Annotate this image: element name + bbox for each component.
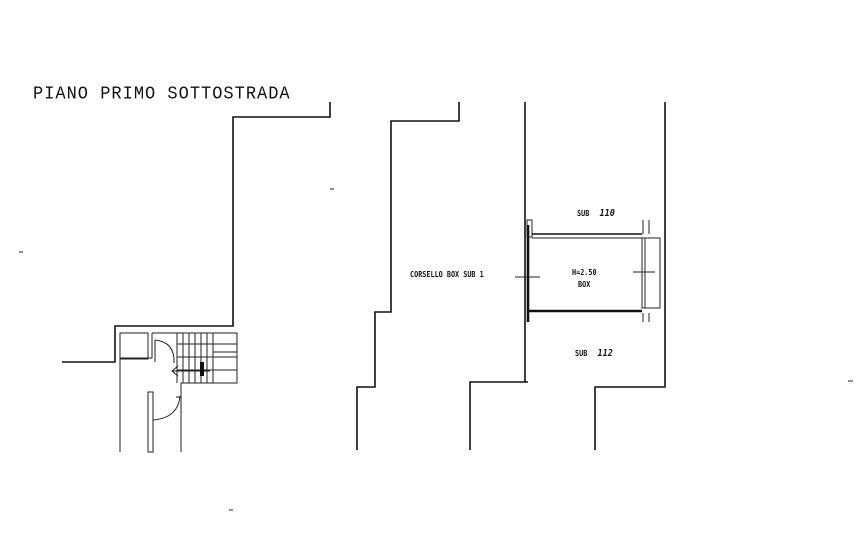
right-building-outline [524,102,666,450]
sub-top-number: 110 [599,208,615,219]
sub-bottom-number: 112 [597,348,613,359]
corridor-outline [356,102,528,450]
box-height-label: H=2.50 [572,268,597,277]
stair-direction-arrow-icon [171,362,210,377]
sub-top-prefix: SUB [577,209,590,218]
drawing-title: PIANO PRIMO SOTTOSTRADA [33,84,291,105]
stair-steps [176,333,237,383]
corridor-label: CORSELLO BOX SUB 1 [410,270,484,279]
garage-box [515,219,661,322]
stairwell [119,332,238,453]
sub-top-label: SUB 110 [577,208,615,219]
left-building-outline [62,102,331,363]
sub-bottom-prefix: SUB [575,349,588,358]
box-name-label: BOX [578,280,591,289]
sub-bottom-label: SUB 112 [575,348,613,359]
